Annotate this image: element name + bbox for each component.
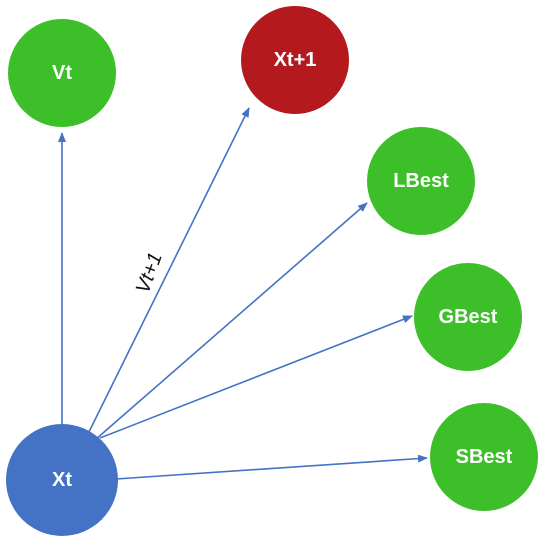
node-gbest-label: GBest [439, 306, 498, 328]
node-vt-circle [8, 19, 116, 127]
node-xt1-label: Xt+1 [274, 49, 317, 71]
node-sbest-label: SBest [456, 446, 513, 468]
node-lbest-circle [367, 127, 475, 235]
node-vt-label: Vt [52, 62, 72, 84]
node-xt-label: Xt [52, 469, 72, 491]
arrow-xt-to-sbest [115, 454, 428, 480]
node-xt-circle [6, 424, 118, 536]
node-sbest-circle [430, 403, 538, 511]
node-xt1: Xt+1 [241, 6, 349, 114]
node-xt1-circle [241, 6, 349, 114]
edge-label-vt1: Vt+1 [132, 250, 167, 297]
arrow-xt-to-lbest [94, 202, 368, 441]
node-gbest-circle [414, 263, 522, 371]
node-sbest: SBest [430, 403, 538, 511]
arrow-xt-to-xt1 [84, 107, 250, 441]
node-gbest: GBest [414, 263, 522, 371]
node-lbest-label: LBest [393, 170, 449, 192]
node-xt: Xt [6, 424, 118, 536]
node-lbest: LBest [367, 127, 475, 235]
node-vt: Vt [8, 19, 116, 127]
arrow-xt-to-gbest [99, 315, 413, 439]
